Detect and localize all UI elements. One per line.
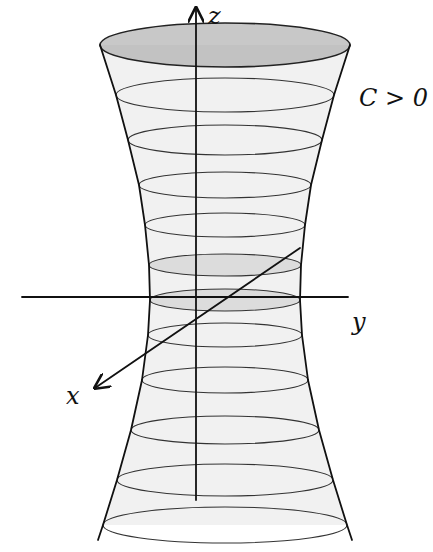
axis-label: z: [208, 4, 221, 28]
axis-label: x: [66, 384, 80, 408]
condition-note: C > 0: [359, 86, 428, 110]
axis-label: y: [352, 310, 366, 334]
